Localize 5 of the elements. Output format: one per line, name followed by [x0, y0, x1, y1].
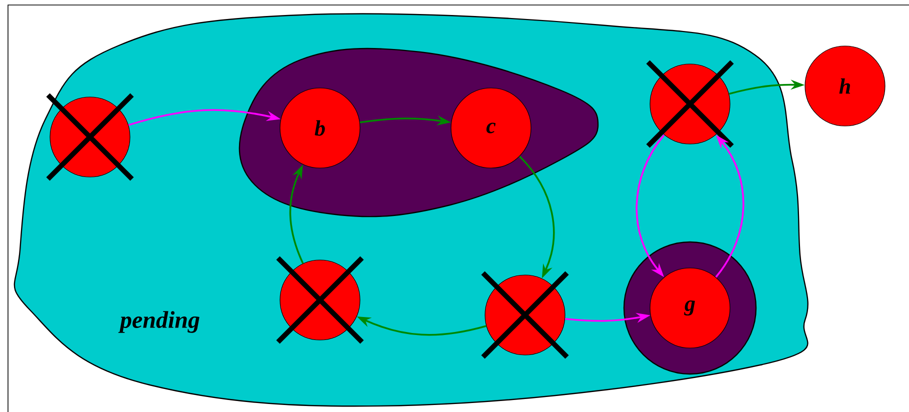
region-label: pending [118, 311, 200, 333]
crossed-circle [276, 256, 364, 344]
crossed-circle [46, 92, 134, 182]
crossed-circle [480, 270, 570, 360]
crossed-circle [646, 60, 734, 148]
